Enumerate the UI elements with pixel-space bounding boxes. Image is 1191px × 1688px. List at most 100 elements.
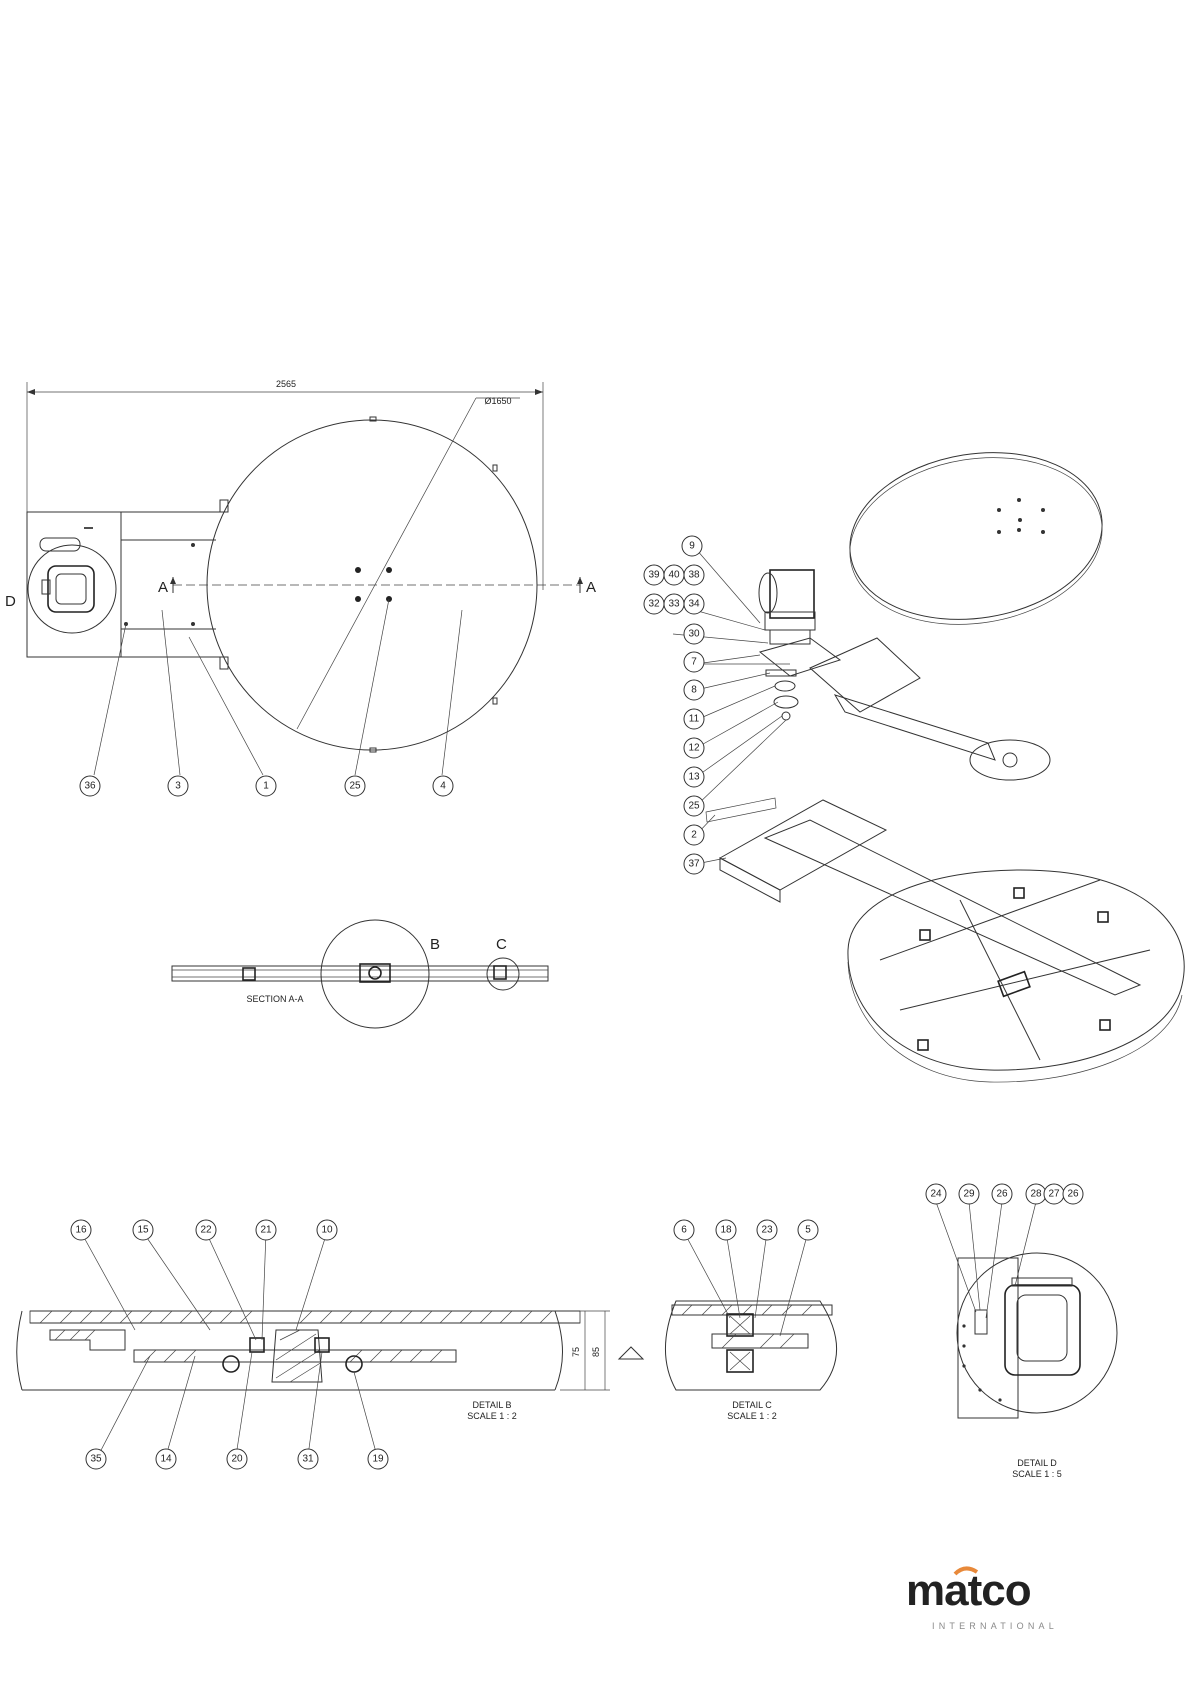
svg-text:18: 18 (720, 1225, 732, 1236)
top-view: 2565 D Ø1650 (5, 379, 596, 796)
svg-text:21: 21 (260, 1225, 272, 1236)
svg-text:40: 40 (668, 570, 680, 581)
balloon: 10 (317, 1220, 337, 1240)
balloon: 21 (256, 1220, 276, 1240)
svg-text:6: 6 (681, 1225, 687, 1236)
balloon: 5 (798, 1220, 818, 1240)
balloon: 29 (959, 1184, 979, 1204)
caption-detail-b-title: DETAIL B (472, 1400, 511, 1410)
balloon: 38 (684, 565, 704, 585)
svg-text:37: 37 (688, 859, 700, 870)
svg-text:22: 22 (200, 1225, 212, 1236)
dim-height-85: 85 (591, 1347, 601, 1357)
svg-text:12: 12 (688, 743, 700, 754)
balloon: 30 (684, 624, 704, 644)
logo-subtitle: INTERNATIONAL (932, 1621, 1058, 1631)
balloon: 19 (368, 1449, 388, 1469)
balloon: 9 (682, 536, 702, 556)
svg-text:1: 1 (263, 781, 269, 792)
balloon: 37 (684, 854, 704, 874)
balloon: 16 (71, 1220, 91, 1240)
section-label-a-left: A (158, 579, 168, 596)
svg-text:5: 5 (805, 1225, 811, 1236)
balloon: 15 (133, 1220, 153, 1240)
balloon: 23 (757, 1220, 777, 1240)
svg-text:15: 15 (137, 1225, 149, 1236)
balloons-top-view: 36 3 1 25 4 (80, 776, 453, 796)
balloon: 12 (684, 738, 704, 758)
balloon: 14 (156, 1449, 176, 1469)
section-label-d: D (5, 593, 16, 610)
balloon: 27 (1044, 1184, 1064, 1204)
detail-d-view: 24 29 26 28 27 26 DETAIL D SCALE 1 : 5 (926, 1184, 1117, 1479)
svg-text:25: 25 (688, 801, 700, 812)
svg-text:3: 3 (175, 781, 181, 792)
svg-text:27: 27 (1048, 1189, 1060, 1200)
balloon: 35 (86, 1449, 106, 1469)
svg-text:10: 10 (321, 1225, 333, 1236)
balloon: 11 (684, 709, 704, 729)
exploded-isometric-view: 9 39 40 38 32 33 34 30 7 8 11 12 13 25 2… (644, 435, 1184, 1082)
balloon: 31 (298, 1449, 318, 1469)
svg-text:35: 35 (90, 1454, 102, 1465)
balloon: 36 (80, 776, 100, 796)
balloons-detail-b: 16 15 22 21 10 35 14 20 31 19 (71, 1220, 388, 1469)
dim-overall-width: 2565 (276, 379, 296, 389)
balloon: 39 (644, 565, 664, 585)
balloon: 3 (168, 776, 188, 796)
balloon: 13 (684, 767, 704, 787)
svg-text:33: 33 (668, 599, 680, 610)
caption-detail-c-scale: SCALE 1 : 2 (727, 1411, 777, 1421)
svg-text:9: 9 (689, 541, 695, 552)
caption-detail-c-title: DETAIL C (732, 1400, 772, 1410)
svg-text:23: 23 (761, 1225, 773, 1236)
svg-text:39: 39 (648, 570, 660, 581)
svg-text:4: 4 (440, 781, 446, 792)
svg-text:34: 34 (688, 599, 700, 610)
balloons-detail-d: 24 29 26 28 27 26 (926, 1184, 1083, 1204)
svg-text:30: 30 (688, 629, 700, 640)
balloon: 28 (1026, 1184, 1046, 1204)
caption-detail-d-title: DETAIL D (1017, 1458, 1057, 1468)
balloon: 4 (433, 776, 453, 796)
balloon: 2 (684, 825, 704, 845)
svg-text:16: 16 (75, 1225, 87, 1236)
svg-text:26: 26 (1067, 1189, 1079, 1200)
svg-text:13: 13 (688, 772, 700, 783)
balloon: 40 (664, 565, 684, 585)
balloon: 7 (684, 652, 704, 672)
svg-text:11: 11 (689, 714, 700, 725)
detail-c-view: 6 18 23 5 DETAIL C SCALE 1 : 2 (666, 1220, 837, 1421)
balloons-detail-c: 6 18 23 5 (674, 1220, 818, 1240)
balloon: 6 (674, 1220, 694, 1240)
balloon: 32 (644, 594, 664, 614)
detail-b-view: 75 85 16 15 22 21 10 35 14 20 31 19 DETA… (17, 1220, 643, 1469)
svg-text:14: 14 (160, 1454, 172, 1465)
caption-detail-b-scale: SCALE 1 : 2 (467, 1411, 517, 1421)
svg-text:29: 29 (963, 1189, 975, 1200)
svg-text:31: 31 (302, 1454, 314, 1465)
svg-text:32: 32 (648, 599, 660, 610)
balloon: 20 (227, 1449, 247, 1469)
balloon: 24 (926, 1184, 946, 1204)
balloon: 26 (1063, 1184, 1083, 1204)
balloon: 8 (684, 680, 704, 700)
svg-text:8: 8 (691, 685, 697, 696)
logo-word: matco (906, 1566, 1031, 1615)
svg-text:26: 26 (996, 1189, 1008, 1200)
balloon: 34 (684, 594, 704, 614)
balloon: 22 (196, 1220, 216, 1240)
caption-section-aa: SECTION A-A (246, 994, 303, 1004)
section-label-a-right: A (586, 579, 596, 596)
balloon: 18 (716, 1220, 736, 1240)
section-label-c: C (496, 936, 507, 953)
balloon: 25 (684, 796, 704, 816)
svg-text:24: 24 (930, 1189, 942, 1200)
caption-detail-d-scale: SCALE 1 : 5 (1012, 1469, 1062, 1479)
svg-text:36: 36 (84, 781, 96, 792)
balloon: 33 (664, 594, 684, 614)
section-aa-view: B C SECTION A-A (172, 920, 548, 1028)
svg-text:7: 7 (691, 657, 697, 668)
